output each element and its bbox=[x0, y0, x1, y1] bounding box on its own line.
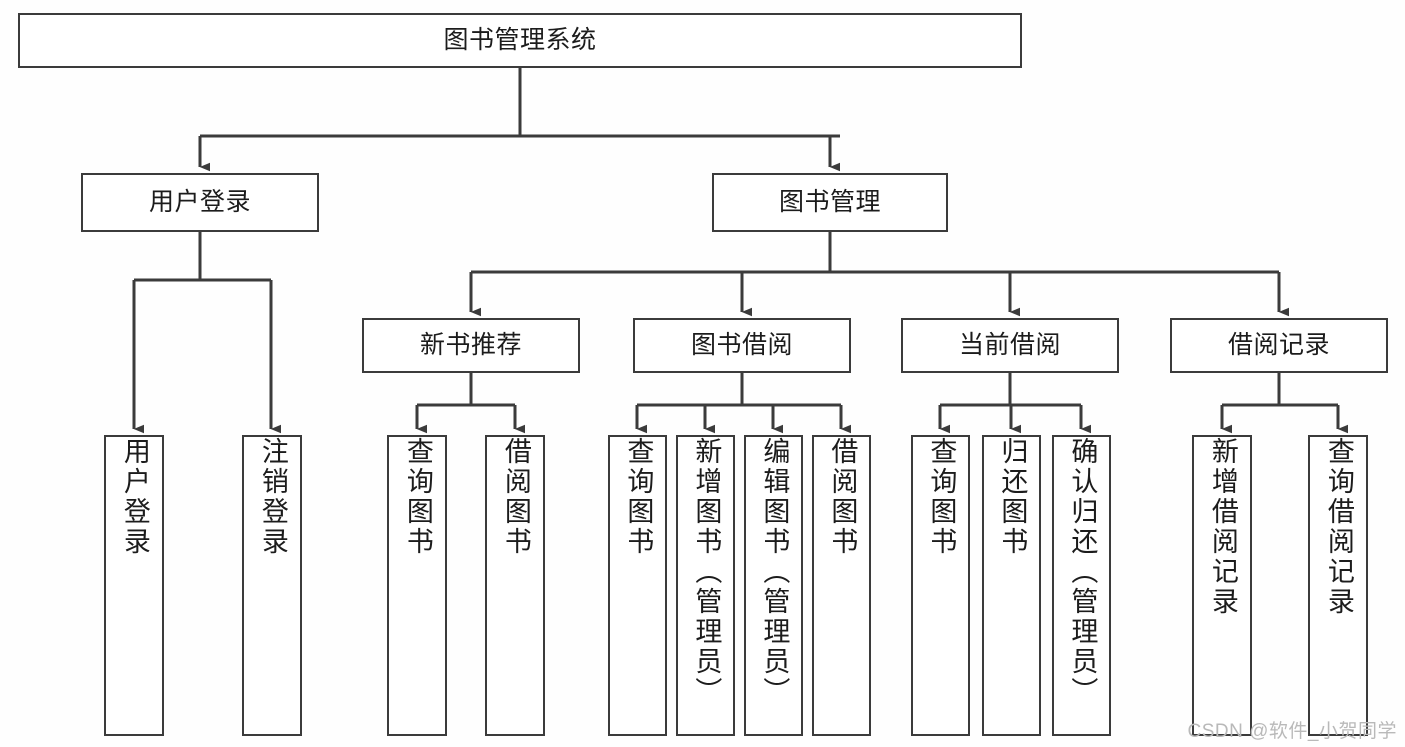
leaf-node[interactable]: 借阅图书 bbox=[485, 435, 545, 736]
node-current-borrow-label: 当前借阅 bbox=[958, 330, 1061, 359]
leaf-node[interactable]: 确认归还（管理员） bbox=[1052, 435, 1111, 736]
leaf-node-label: 注销登录 bbox=[257, 437, 288, 557]
leaf-node-label: 编辑图书（管理员） bbox=[759, 437, 790, 707]
leaf-node-label: 借阅图书 bbox=[827, 437, 858, 557]
leaf-node-label: 确认归还（管理员） bbox=[1067, 437, 1098, 707]
node-root-label: 图书管理系统 bbox=[443, 25, 597, 54]
leaf-node[interactable]: 归还图书 bbox=[982, 435, 1041, 736]
node-user-login-label: 用户登录 bbox=[148, 187, 251, 216]
leaf-node[interactable]: 新增图书（管理员） bbox=[676, 435, 735, 736]
leaf-node[interactable]: 用户登录 bbox=[104, 435, 164, 736]
leaf-node[interactable]: 借阅图书 bbox=[812, 435, 871, 736]
leaf-node[interactable]: 查询图书 bbox=[911, 435, 970, 736]
leaf-node[interactable]: 编辑图书（管理员） bbox=[744, 435, 803, 736]
leaf-node-label: 查询图书 bbox=[623, 437, 654, 557]
leaf-node-label: 查询图书 bbox=[402, 437, 433, 557]
node-borrow-record[interactable]: 借阅记录 bbox=[1170, 318, 1388, 373]
node-book-management[interactable]: 图书管理 bbox=[712, 173, 948, 232]
leaf-node-label: 查询图书 bbox=[926, 437, 957, 557]
leaf-node-label: 归还图书 bbox=[997, 437, 1028, 557]
leaf-node-label: 查询借阅记录 bbox=[1323, 437, 1354, 617]
node-new-book-recommend[interactable]: 新书推荐 bbox=[362, 318, 580, 373]
leaf-node-label: 用户登录 bbox=[119, 437, 150, 557]
node-user-login[interactable]: 用户登录 bbox=[81, 173, 319, 232]
node-book-management-label: 图书管理 bbox=[778, 187, 881, 216]
leaf-node[interactable]: 新增借阅记录 bbox=[1192, 435, 1252, 736]
node-new-book-recommend-label: 新书推荐 bbox=[419, 330, 522, 359]
leaf-node-label: 新增图书（管理员） bbox=[691, 437, 722, 707]
node-borrow-record-label: 借阅记录 bbox=[1227, 330, 1330, 359]
leaf-node[interactable]: 查询图书 bbox=[387, 435, 447, 736]
node-book-borrow-label: 图书借阅 bbox=[690, 330, 793, 359]
leaf-node[interactable]: 查询借阅记录 bbox=[1308, 435, 1368, 736]
leaf-node-label: 借阅图书 bbox=[500, 437, 531, 557]
node-book-borrow[interactable]: 图书借阅 bbox=[633, 318, 851, 373]
leaf-node-label: 新增借阅记录 bbox=[1207, 437, 1238, 617]
csdn-watermark: CSDN @软件_小贺同学 bbox=[1187, 721, 1397, 742]
node-root[interactable]: 图书管理系统 bbox=[18, 13, 1022, 68]
node-current-borrow[interactable]: 当前借阅 bbox=[901, 318, 1119, 373]
leaf-node[interactable]: 查询图书 bbox=[608, 435, 667, 736]
leaf-node[interactable]: 注销登录 bbox=[242, 435, 302, 736]
